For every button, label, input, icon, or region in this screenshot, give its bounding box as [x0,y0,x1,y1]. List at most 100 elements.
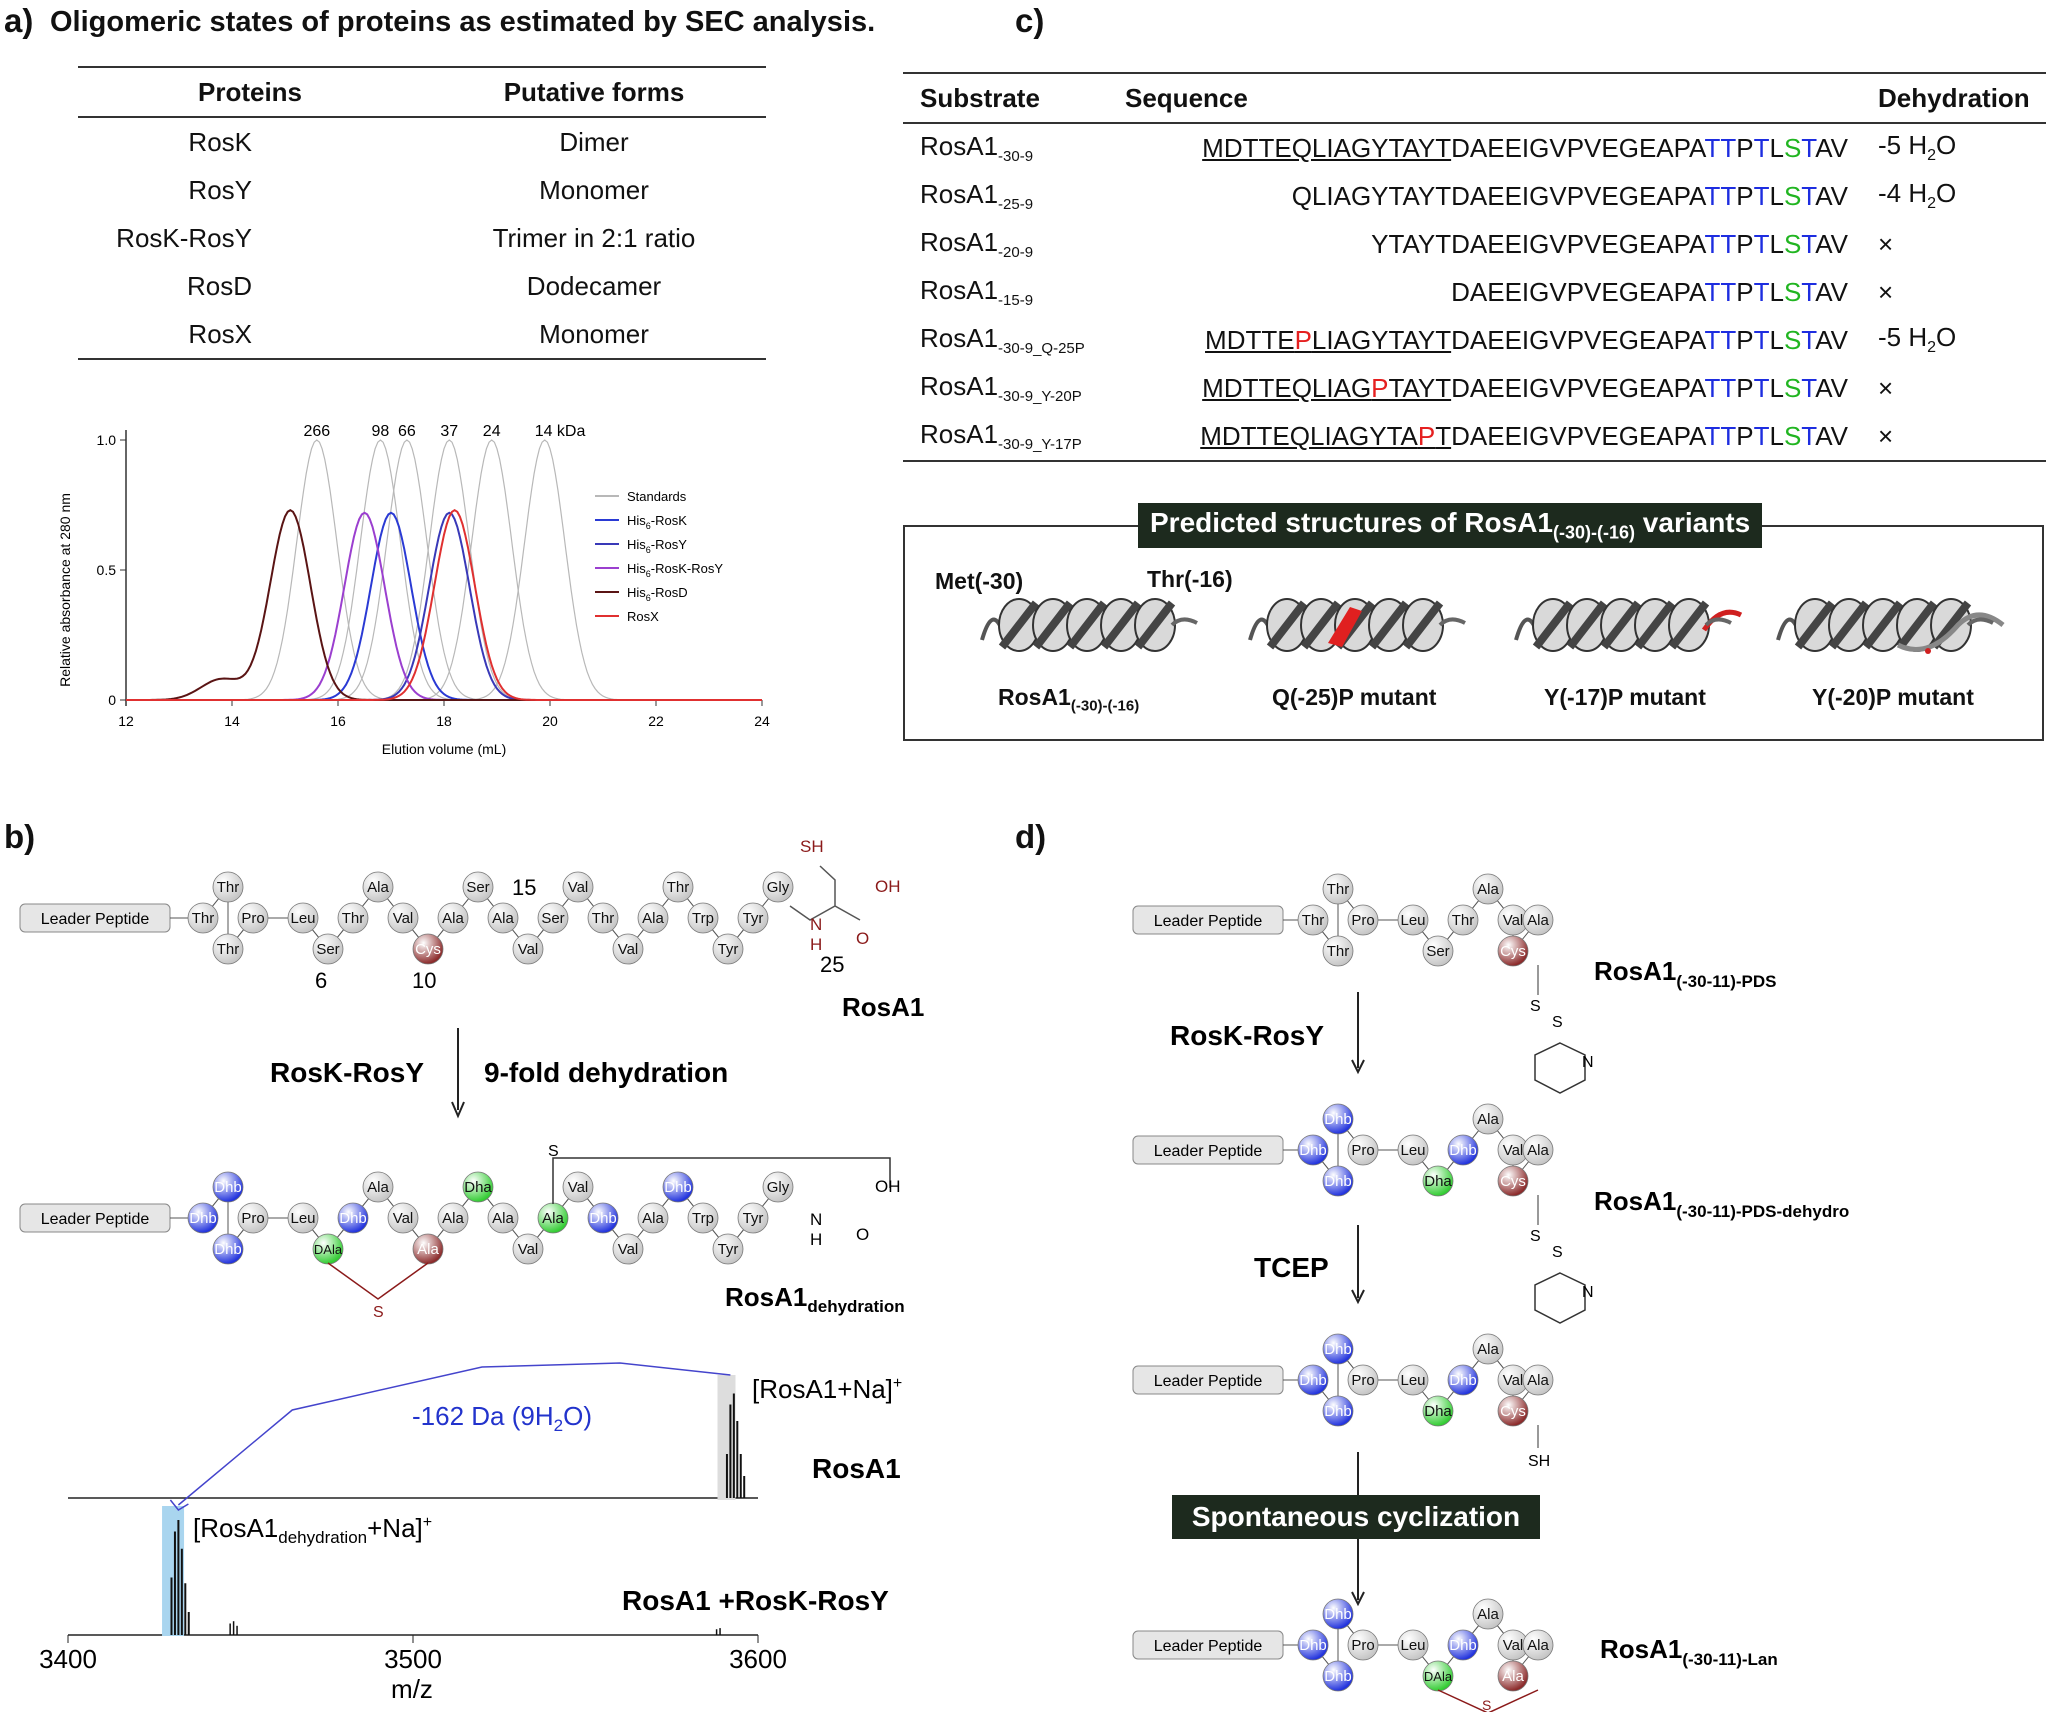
residue-dhb: Dhb [662,1171,694,1203]
residue-ball [1522,1134,1554,1166]
residue-tyr: Tyr [712,1233,744,1265]
leader-seq-b: T [1435,420,1452,451]
residue-dhb: Dhb [1297,1134,1329,1166]
structure-label: Q(-25)P mutant [1272,684,1436,711]
residue-ball [1397,1629,1429,1661]
pyridine-ring [1534,1042,1586,1094]
residue-label: Tyr [743,1210,764,1227]
product-n: N [810,1210,822,1229]
residue-gly: Gly [762,1171,794,1203]
helix-structures [980,598,2005,654]
residue-ball [212,871,244,903]
residue-ball [737,1202,769,1234]
loop-segment [1896,612,2005,652]
sulfur-atom: S [1530,998,1541,1015]
helix-ribbon [1032,600,1074,650]
substrate-name: RosA1 [920,130,999,161]
leader-seq-b: LIAGYTAYT [1311,324,1452,355]
residue-ball [1472,1598,1504,1630]
seq-t: T [1753,372,1770,403]
helix-ribbon [1896,600,1938,650]
residue-val: Val [612,1233,644,1265]
residue-ball [1347,1629,1379,1661]
seq-s: S [1783,324,1802,355]
residue-label: Ala [492,1210,514,1227]
substrate-name-cell: RosA1-15-9 [903,268,1125,316]
residue-thr: Thr [337,902,369,934]
residue-label: Val [618,941,639,958]
panel-a-title: Oligomeric states of proteins as estimat… [50,6,876,38]
residue-label: Thr [667,879,690,896]
residue-label: Dhb [1449,1142,1477,1159]
residue-val: Val [1497,1364,1529,1396]
residue-ball [587,1202,619,1234]
residue-ball [1447,1629,1479,1661]
residue-leu: Leu [1397,1134,1429,1166]
residue-leu: Leu [287,902,319,934]
substrate-sub: -25-9 [998,196,1034,214]
residue-label: Ser [466,879,489,896]
residue-label: Dhb [189,1210,217,1227]
carbonyl-o: O [856,929,869,948]
ms-trace-2-name: RosA1 +RosK-RosY [622,1585,889,1616]
residue-label: Ala [1527,1372,1549,1389]
residue-ball [1322,873,1354,905]
mass-loss-label: -162 Da (9H2O) [412,1401,592,1435]
dehydration-tail: O [1936,322,1957,353]
residue-dhb: Dhb [212,1233,244,1265]
seq-s: S [1783,180,1802,211]
residue-ball [1522,904,1554,936]
residue-ala: Ala [537,1202,569,1234]
leader-seq: MDTTEQLIAGYTAYT [1202,133,1451,163]
dehydration-cell: × [1878,220,2046,268]
core-seq: DAEEIGVPVEGEAPA [1451,132,1705,163]
structures-title-post: variants [1635,507,1751,538]
substrate-name-cell: RosA1-30-9 [903,123,1125,172]
residue-ball [1297,1134,1329,1166]
residue-thr: Thr [1297,904,1329,936]
residue-label: Val [1503,1142,1524,1159]
residue-label: Dhb [1299,1372,1327,1389]
seq-av: AV [1815,372,1848,403]
seq-s: S [1783,372,1802,403]
hydroxyl-label: OH [875,877,901,896]
residue-label: Val [568,879,589,896]
residue-dala: DAla [312,1233,344,1265]
residue-ala: Ala [412,1233,444,1265]
product-o: O [856,1225,869,1244]
residue-ball [462,1171,494,1203]
standard-label: 98 [372,423,390,440]
residue-ball [562,1171,594,1203]
seq-tt: TT [1704,132,1737,163]
helix-ribbon [1266,600,1308,650]
residue-dhb: Dhb [1322,1165,1354,1197]
residue-ball [1522,1364,1554,1396]
thiol-label: SH [1528,1453,1550,1470]
leader-peptide-label: Leader Peptide [1154,1638,1263,1655]
residue-ball [1497,1395,1529,1427]
helix-end [1438,617,1466,627]
seq-l: L [1769,180,1784,211]
ms-x-label: m/z [391,1674,433,1704]
core-seq: DAEEIGVPVEGEAPA [1451,324,1705,355]
product-name: RosA1dehydration [725,1282,905,1316]
helix-ribbon [1828,600,1870,650]
residue-ala: Ala [1497,1660,1529,1692]
residue-label: Trp [692,910,714,927]
seq-tt: TT [1704,420,1737,451]
residue-ball [712,933,744,965]
residue-pro: Pro [1347,1364,1379,1396]
seq-t2: T [1801,420,1816,451]
residue-ball [512,1233,544,1265]
core-seq: DAEEIGVPVEGEAPA [1451,420,1705,451]
seq-l: L [1769,324,1784,355]
residue-ball [1422,1660,1454,1692]
residue-leu: Leu [1397,1629,1429,1661]
standard-label: 37 [440,423,458,440]
residue-ser: Ser [1422,935,1454,967]
residue-ball [562,871,594,903]
sequence-cell: QLIAGYTAYTDAEEIGVPVEGEAPATTPTLSTAV [1125,172,1878,220]
residue-dhb: Dhb [1322,1395,1354,1427]
